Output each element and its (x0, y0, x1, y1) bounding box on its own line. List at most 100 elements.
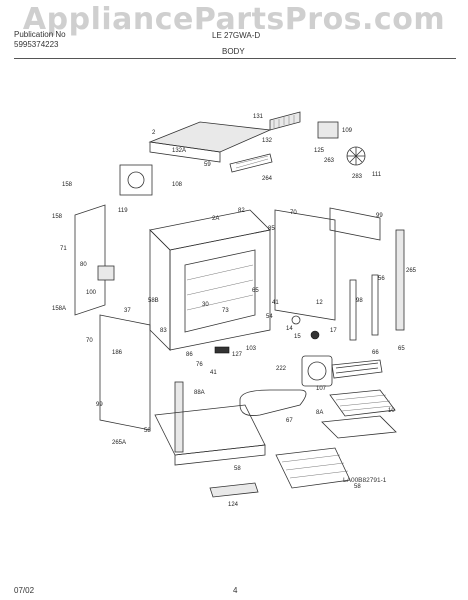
svg-text:82: 82 (238, 208, 245, 214)
right-side-panel (274, 209, 336, 321)
hinge-bracket (214, 346, 230, 354)
light-socket (310, 330, 320, 340)
svg-text:54: 54 (266, 314, 273, 320)
svg-text:88A: 88A (194, 390, 205, 396)
svg-text:83: 83 (160, 328, 167, 334)
svg-text:186: 186 (112, 350, 123, 356)
svg-text:65: 65 (252, 288, 259, 294)
svg-text:30: 30 (202, 302, 209, 308)
svg-text:132: 132 (262, 138, 273, 144)
svg-text:264: 264 (262, 176, 273, 182)
svg-text:58: 58 (354, 484, 361, 490)
svg-text:14: 14 (286, 326, 293, 332)
header-rule (14, 58, 456, 59)
svg-text:158A: 158A (52, 306, 66, 312)
svg-text:109: 109 (342, 128, 353, 134)
svg-text:66: 66 (372, 350, 379, 356)
top-cover-side (149, 141, 221, 163)
page-number: 4 (233, 586, 238, 595)
section-title: BODY (222, 47, 245, 56)
oven-rack-slots (186, 264, 254, 311)
top-cover (148, 121, 272, 153)
svg-text:127: 127 (232, 352, 243, 358)
svg-text:41: 41 (210, 370, 217, 376)
svg-text:99: 99 (96, 402, 103, 408)
publication-line1: Publication No (14, 30, 66, 39)
diagram-reference: LA00B82791-1 (343, 477, 387, 484)
watermark-logo: AppliancePartsPros.com (22, 2, 446, 37)
oven-cavity-opening (184, 249, 256, 333)
svg-text:73: 73 (222, 308, 229, 314)
fan-motor (317, 121, 339, 139)
oven-rack-upper (329, 389, 396, 417)
svg-text:124: 124 (228, 502, 239, 508)
transformer (97, 265, 115, 281)
kick-plate (209, 482, 259, 498)
svg-text:10: 10 (388, 408, 395, 414)
svg-text:17: 17 (330, 328, 337, 334)
broil-pan (321, 415, 397, 439)
svg-text:12: 12 (316, 300, 323, 306)
svg-text:41: 41 (272, 300, 279, 306)
svg-text:158: 158 (52, 214, 63, 220)
svg-text:132A: 132A (172, 148, 186, 154)
oven-body-back (149, 209, 271, 251)
svg-text:98: 98 (356, 298, 363, 304)
callout-labels: 131 2 132A 132 264 109 125 263 111 283 1… (52, 114, 417, 508)
publication-label: Publication No 5995374223 (14, 30, 66, 50)
svg-text:70: 70 (290, 210, 297, 216)
trim-strip-58 (371, 274, 379, 336)
svg-text:15: 15 (294, 334, 301, 340)
bake-element (239, 389, 307, 416)
model-number: LE 27GWA-D (212, 31, 261, 40)
vent-grille-slots (273, 115, 295, 128)
svg-text:58: 58 (234, 466, 241, 472)
oven-body-front (169, 229, 271, 351)
svg-text:85: 85 (268, 226, 275, 232)
back-panel (329, 207, 381, 241)
svg-text:76: 76 (196, 362, 203, 368)
svg-text:158: 158 (62, 182, 73, 188)
svg-text:100: 100 (86, 290, 97, 296)
publication-number: 5995374223 (14, 40, 59, 49)
svg-text:56: 56 (378, 276, 385, 282)
svg-text:67: 67 (286, 418, 293, 424)
svg-text:265: 265 (406, 268, 417, 274)
svg-text:99: 99 (376, 213, 383, 219)
svg-text:70: 70 (86, 338, 93, 344)
svg-text:283: 283 (352, 174, 363, 180)
svg-text:71: 71 (60, 246, 67, 252)
vent-grille (269, 111, 301, 131)
control-box (119, 164, 153, 196)
svg-text:65: 65 (398, 346, 405, 352)
svg-text:111: 111 (372, 172, 382, 178)
trim-strip-98A (174, 381, 184, 453)
svg-text:108: 108 (172, 182, 183, 188)
broil-element (331, 359, 383, 379)
svg-text:222: 222 (276, 366, 287, 372)
svg-text:119: 119 (118, 208, 128, 214)
convection-fan-assembly (317, 121, 366, 166)
trim-strip-56 (349, 279, 357, 341)
bottom-tray-front (174, 444, 266, 466)
left-side-panel (74, 204, 106, 316)
svg-text:107: 107 (316, 386, 327, 392)
svg-text:58B: 58B (148, 298, 159, 304)
trim-strip-right (395, 229, 405, 331)
svg-text:8A: 8A (316, 410, 323, 416)
exploded-parts-diagram: 131 2 132A 132 264 109 125 263 111 283 1… (52, 111, 417, 508)
door-panel-left (99, 314, 151, 431)
svg-text:263: 263 (324, 158, 335, 164)
svg-text:86: 86 (186, 352, 193, 358)
svg-text:2: 2 (152, 130, 156, 136)
svg-text:59: 59 (204, 162, 211, 168)
svg-text:58: 58 (144, 428, 151, 434)
footer-date: 07/02 (14, 586, 35, 595)
svg-text:265A: 265A (112, 440, 126, 446)
svg-text:103: 103 (246, 346, 257, 352)
bracket-264 (229, 153, 273, 173)
fan-cover-plate (301, 355, 333, 387)
svg-text:131: 131 (253, 114, 264, 120)
oven-rack-lower (275, 447, 351, 489)
svg-text:80: 80 (80, 262, 87, 268)
